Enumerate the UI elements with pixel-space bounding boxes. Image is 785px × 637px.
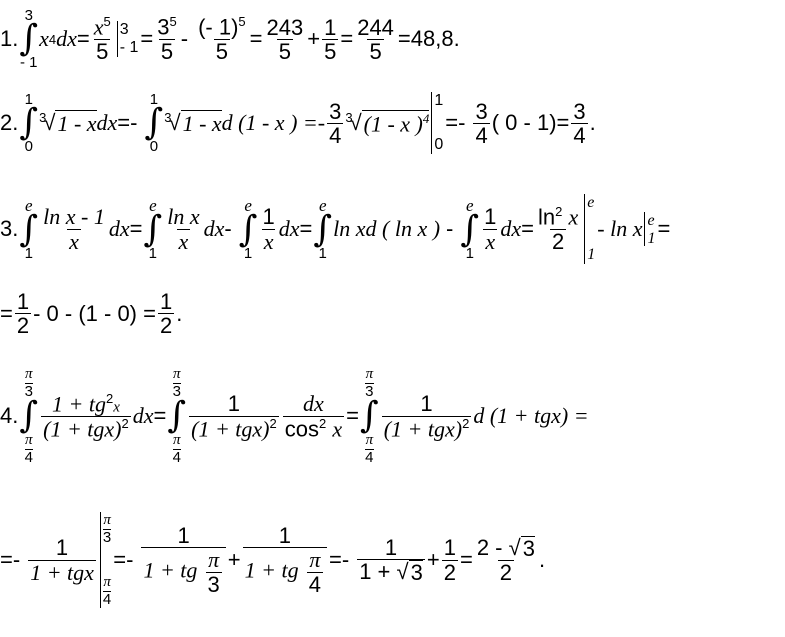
integral-sign: e ∫ 1 (238, 195, 258, 263)
fraction: 1 + tg2x (1 + tgx)2 (41, 390, 131, 442)
fraction: 1 2 (441, 535, 458, 585)
item-number: 3. (0, 216, 19, 241)
fraction: ln x x (167, 204, 200, 254)
cube-root: 3√(1 - x )4 (345, 109, 430, 136)
item-number: 4. (0, 403, 19, 429)
cube-root: 3√1 - x (164, 109, 222, 136)
fraction: 1 1 + tgx (28, 535, 96, 585)
fraction: 1 2 (14, 289, 32, 339)
fraction: 35 5 (157, 14, 177, 64)
item-number: 2. (0, 110, 19, 136)
integral-sign: 3 ∫ - 1 (19, 7, 39, 72)
fraction: 1 (1 + tgx)2 (381, 391, 472, 441)
fraction: ln x - 1 x (43, 204, 105, 254)
fraction: 2 - √3 2 (476, 534, 535, 585)
integral-sign: 1 ∫ 0 (19, 91, 39, 156)
fraction: x5 5 (93, 14, 111, 64)
fraction: dx cos2 x (282, 391, 345, 441)
fraction: 244 5 (357, 14, 394, 64)
solution-3: 3. e ∫ 1 ln x - 1 x dx = e ∫ 1 ln x x dx… (0, 194, 671, 264)
fraction: ln2 x 2 (538, 204, 579, 254)
fraction: 1 x (483, 204, 498, 254)
integral-sign: e ∫ 1 (460, 195, 480, 263)
cube-root: 3√1 - x (39, 109, 97, 136)
item-number: 1. (0, 26, 19, 52)
result: =48,8. (397, 26, 460, 52)
integral-sign: e ∫ 1 (313, 195, 333, 263)
integral-sign: 1 ∫ 0 (144, 91, 164, 156)
fraction: 1 5 (322, 14, 339, 64)
solution-2: 2. 1 ∫ 0 3√1 - x dx =- 1 ∫ 0 3√1 - x d (… (0, 91, 596, 156)
fraction: 1 2 (157, 289, 175, 339)
integral-sign: e ∫ 1 (19, 195, 39, 263)
fraction: 3 4 (327, 98, 344, 148)
fraction: (- 1)5 5 (198, 14, 246, 64)
fraction: 243 5 (266, 14, 304, 64)
fraction: 3 4 (571, 98, 588, 148)
fraction: 3 4 (473, 98, 490, 148)
fraction: 1 (1 + tgx)2 (189, 391, 279, 441)
solution-3-continued: = 1 2 - 0 - (1 - 0) = 1 2 . (0, 289, 183, 339)
evaluation-bar: 3- 1 (116, 21, 138, 58)
fraction: 1 x (261, 204, 276, 254)
fraction: 1 1 + √3 (357, 534, 425, 585)
integral-sign: e ∫ 1 (143, 195, 163, 263)
